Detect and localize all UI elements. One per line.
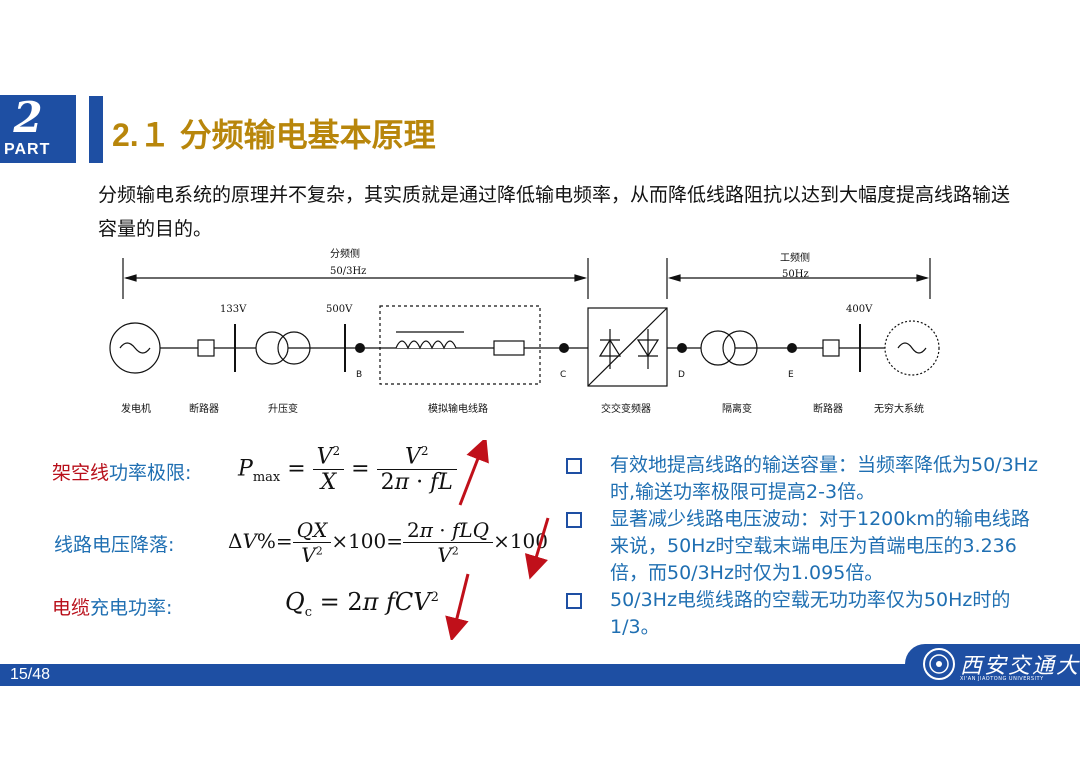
right-freq: 50Hz [782,269,809,280]
sine-wave [897,342,927,354]
label-generator: 发电机 [121,402,151,415]
arrowhead [667,274,681,282]
arrow-down-icon [445,573,470,640]
arrowhead [123,274,137,282]
right-side-label: 工频侧 [780,251,810,264]
transformer-iso-b [722,330,758,366]
university-name-cn: 西安交通大学 [960,654,1080,679]
label-line-model: 模拟输电线路 [428,402,488,415]
label-infinite-system: 无穷大系统 [874,402,924,415]
node-c-label: C [560,370,566,380]
left-side-label: 分频侧 [330,247,360,260]
node-b-label: B [356,370,362,380]
formula-3-label: 电缆充电功率: [52,593,172,620]
node-b-dot [355,343,365,353]
formula-1-label: 架空线功率极限: [52,458,191,485]
bullet-list: 有效地提高线路的输送容量：当频率降低为50/3Hz时,输送功率极限可提高2-3倍… [566,452,1046,641]
circuit-diagram: 分频侧 50/3Hz 工频侧 50Hz 133V 500V 400V B C D… [109,247,940,415]
breaker-2 [822,339,840,357]
formula-charging-power: Qc = 2π fCV2 [285,588,439,620]
square-bullet-icon [566,593,582,609]
page-title: 2.１ 分频输电基本原理 [112,117,436,153]
formula-1-label-red: 架空线 [52,462,110,484]
footer-bar [0,664,1080,686]
label-converter: 交交变频器 [601,402,651,415]
arrowhead [916,274,930,282]
arrowhead [574,274,588,282]
resistor [493,340,525,356]
part-number: 2 [13,93,43,142]
square-bullet-icon [566,458,582,474]
node-e-dot [787,343,797,353]
list-item: 50/3Hz电缆线路的空载无功功率仅为50Hz时的1/3。 [566,587,1046,641]
formula-3-label-red: 电缆 [52,597,91,619]
arrow-down-icon [524,517,550,580]
transformer-stepup-b [277,331,311,365]
voltage-500: 500V [326,304,353,315]
formula-1-label-blue: 功率极限: [109,462,192,484]
list-item: 显著减少线路电压波动：对于1200km的输电线路来说，50Hz时空载末端电压为首… [566,506,1046,587]
formula-3-label-blue: 充电功率: [90,597,173,619]
inductor [395,340,457,350]
node-e-label: E [788,370,794,380]
intro-paragraph: 分频输电系统的原理并不复杂，其实质就是通过降低输电频率，从而降低线路阻抗以达到大… [98,184,1011,240]
left-freq: 50/3Hz [330,266,366,277]
title-accent-bar [89,96,103,163]
label-stepup: 升压变 [268,402,298,415]
node-d-label: D [678,370,685,380]
node-d-dot [677,343,687,353]
transformer-iso-a [700,330,736,366]
breaker-1 [197,339,215,357]
arrow-up-icon [458,440,489,506]
sine-wave [119,342,151,354]
voltage-133: 133V [220,304,247,315]
part-badge: 2 PART [0,93,76,163]
label-breaker-1: 断路器 [189,402,219,415]
formula-2-label: 线路电压降落: [54,534,175,556]
converter-diag [587,307,668,387]
label-breaker-2: 断路器 [813,402,843,415]
trend-arrows [445,440,550,640]
university-seal-icon [923,648,955,680]
page-number: 15/48 [10,666,51,683]
university-name-en: XI'AN JIAOTONG UNIVERSITY [960,676,1044,682]
line-model-box [379,305,541,385]
label-isolation: 隔离变 [722,402,752,415]
node-c-dot [559,343,569,353]
voltage-400: 400V [846,304,873,315]
list-item: 有效地提高线路的输送容量：当频率降低为50/3Hz时,输送功率极限可提高2-3倍… [566,452,1046,506]
square-bullet-icon [566,512,582,528]
part-label: PART [4,141,51,158]
